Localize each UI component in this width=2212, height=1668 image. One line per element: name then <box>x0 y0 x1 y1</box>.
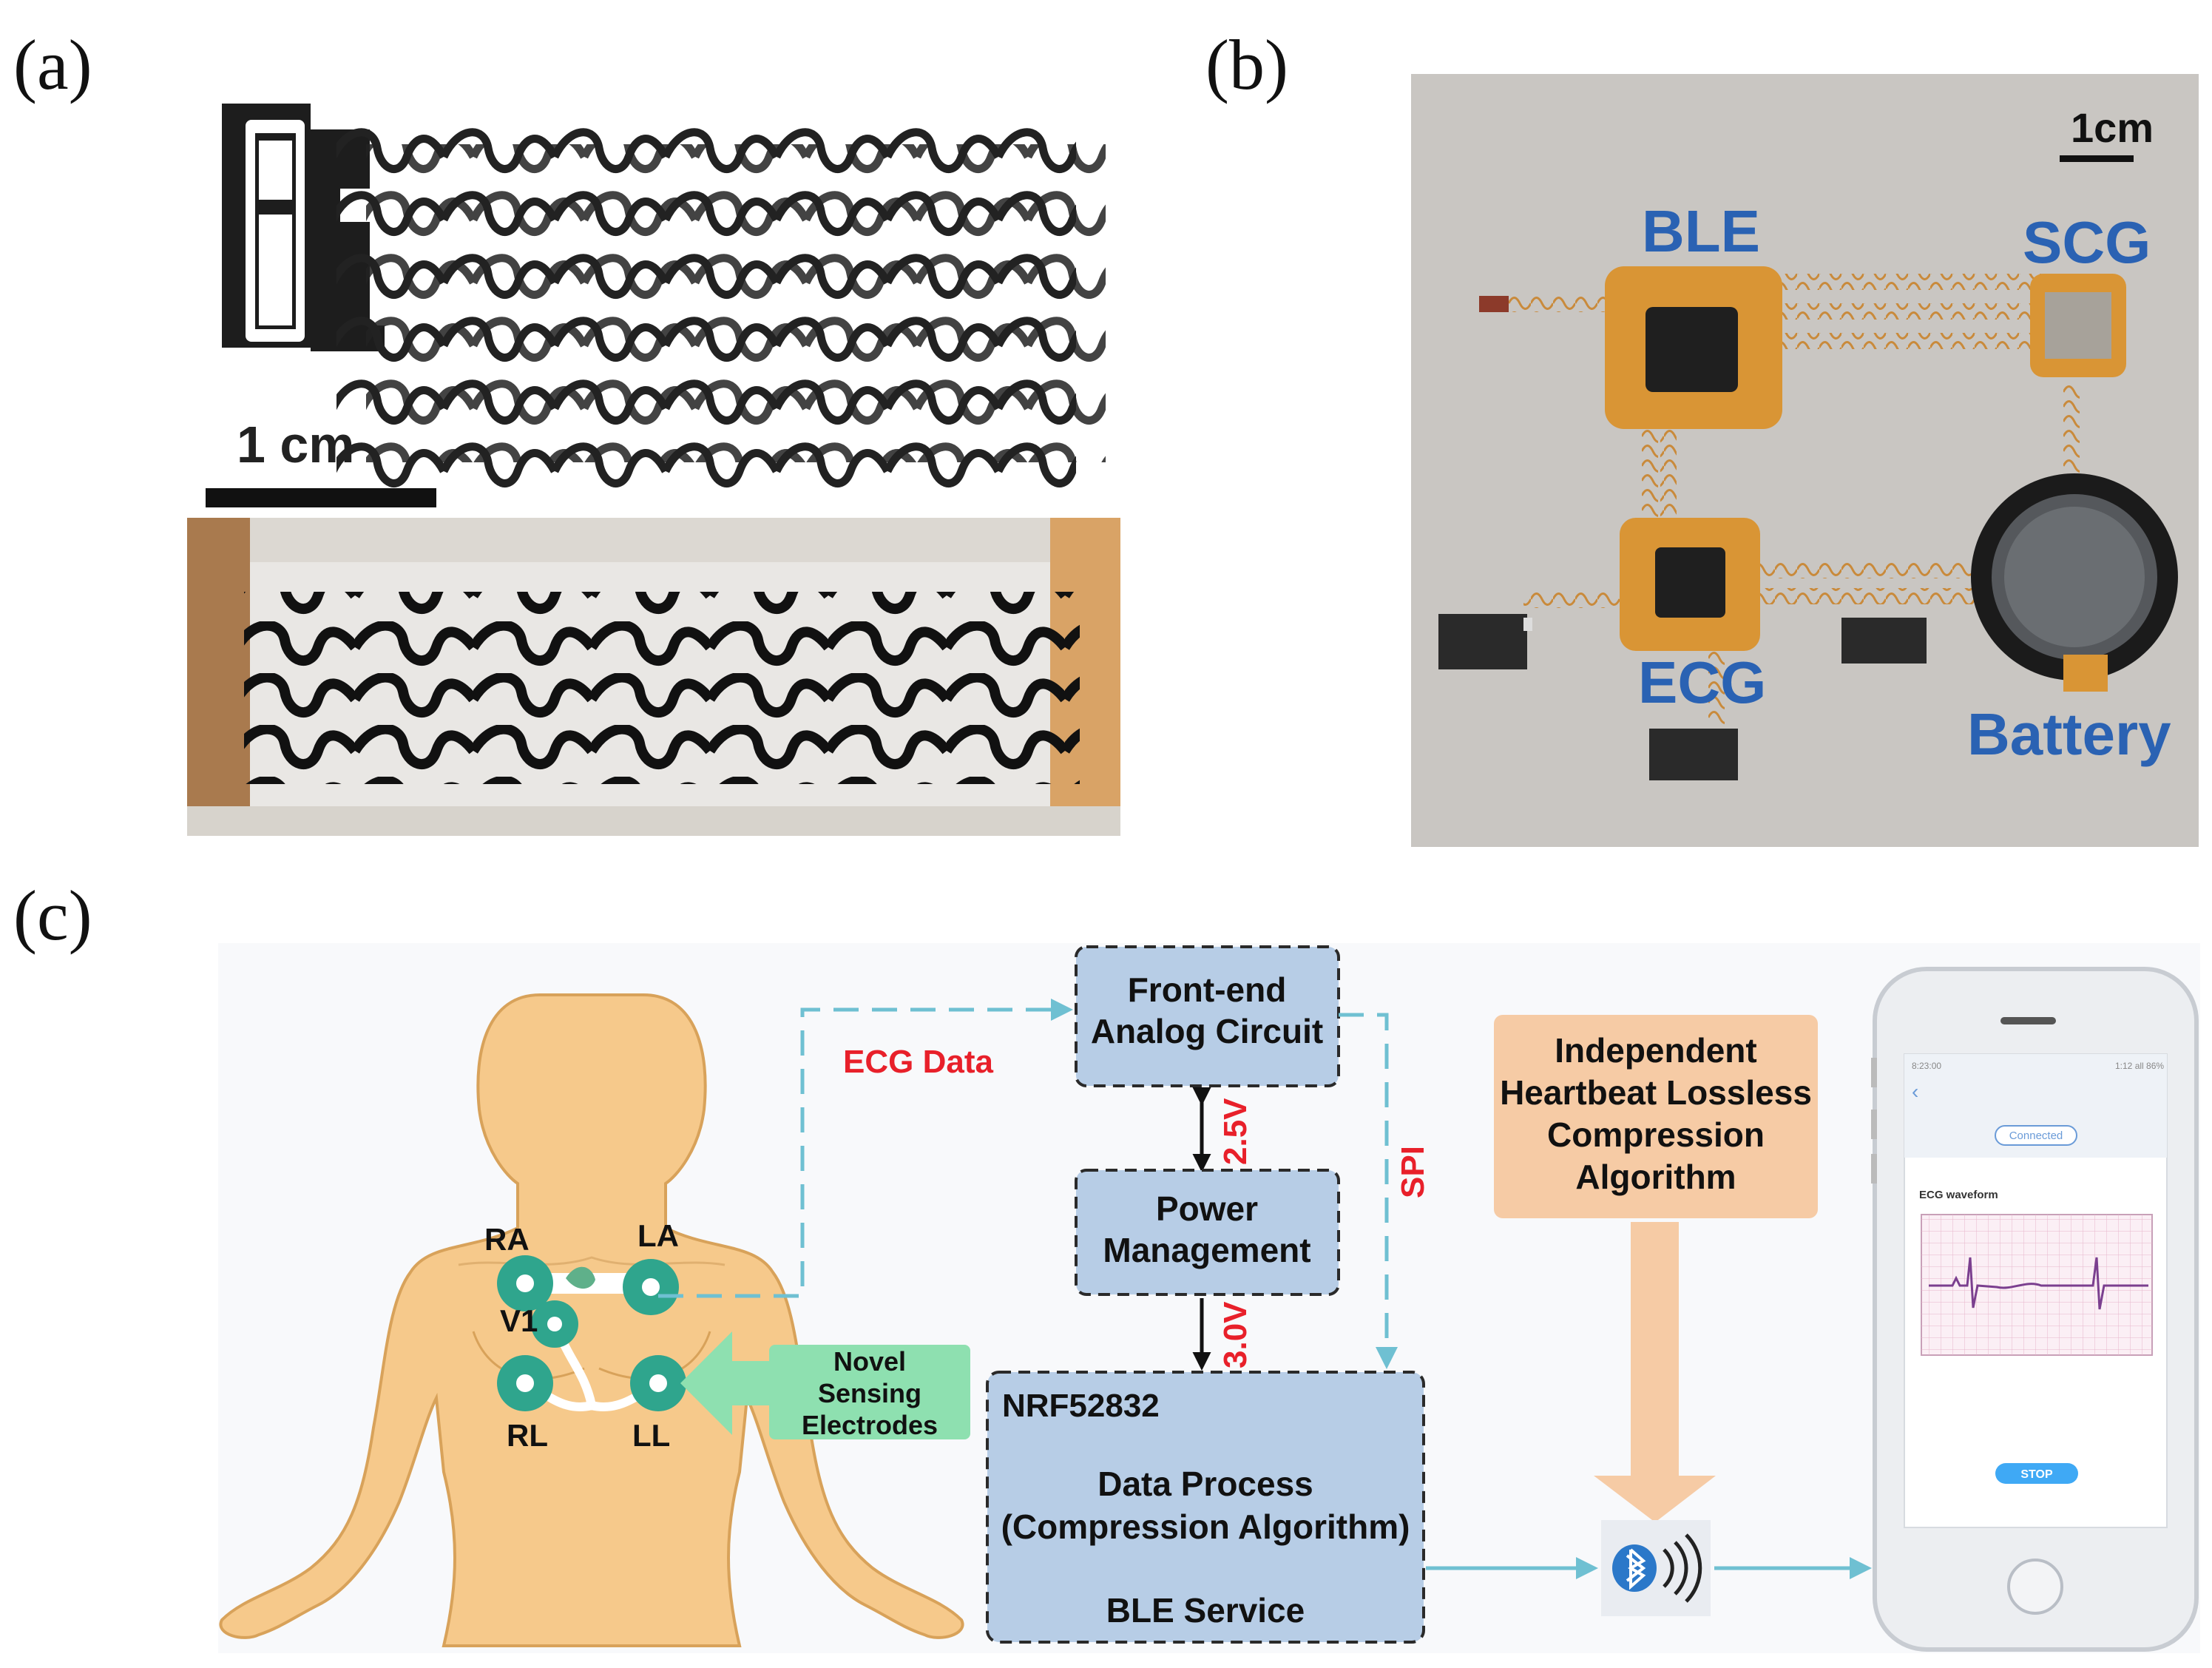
smartphone-illustration: 8:23:00 1:12 all 86% ‹ Connected ECG wav… <box>1871 967 2199 1652</box>
power-management-line1: Power <box>1156 1189 1258 1228</box>
voltage-3-0v-arrow: 3.0V <box>1192 1298 1254 1371</box>
phone-status-left: 8:23:00 <box>1912 1061 1941 1071</box>
panel-a-photo-stretched <box>187 518 1120 836</box>
phone-back-icon[interactable]: ‹ <box>1912 1080 1918 1103</box>
component-label-ecg: ECG <box>1638 649 1766 715</box>
voltage-2-5v-label: 2.5V <box>1217 1098 1254 1165</box>
human-body-illustration <box>219 993 964 1647</box>
nrf52832-box: NRF52832 Data Process (Compression Algor… <box>986 1371 1425 1644</box>
power-management-line2: Management <box>1103 1231 1310 1269</box>
nrf-data-process: Data Process <box>1097 1465 1313 1503</box>
front-end-line2: Analog Circuit <box>1091 1012 1323 1050</box>
component-label-scg: SCG <box>2023 209 2151 275</box>
front-end-line1: Front-end <box>1128 970 1287 1009</box>
algorithm-line1: Independent <box>1555 1031 1756 1070</box>
compression-algorithm-box: Independent Heartbeat Lossless Compressi… <box>1494 1015 1818 1522</box>
spi-flow: SPI <box>1339 1013 1431 1369</box>
power-management-box: Power Management <box>1075 1169 1340 1296</box>
component-label-ble: BLE <box>1642 198 1760 264</box>
electrode-label-la: LA <box>637 1218 679 1253</box>
phone-home-button-icon[interactable] <box>2007 1559 2063 1615</box>
novel-electrodes-line3: Electrodes <box>802 1410 938 1440</box>
phone-connected-badge: Connected <box>2009 1130 2063 1142</box>
phone-waveform-title: ECG waveform <box>1919 1189 1998 1201</box>
voltage-3-0v-label: 3.0V <box>1217 1301 1254 1368</box>
electrode-label-v1: V1 <box>500 1303 538 1338</box>
algorithm-line3: Compression <box>1547 1115 1765 1154</box>
electrode-array: RA LA V1 RL LL <box>484 1218 686 1453</box>
panel-a-scale-bar: 1 cm <box>206 416 436 507</box>
ecg-data-flow: ECG Data <box>658 999 1073 1298</box>
component-label-battery: Battery <box>1967 701 2171 767</box>
voltage-2-5v-arrow: 2.5V <box>1192 1087 1254 1172</box>
panel-label-c: (c) <box>13 876 92 955</box>
algorithm-line2: Heartbeat Lossless <box>1500 1073 1812 1112</box>
panel-label-a: (a) <box>13 25 92 104</box>
panel-label-b: (b) <box>1205 25 1288 104</box>
electrode-label-ra: RA <box>484 1222 530 1257</box>
novel-electrodes-line1: Novel <box>833 1346 906 1377</box>
phone-stop-label: STOP <box>2020 1468 2053 1481</box>
panel-a-photo-top <box>181 92 1106 514</box>
electrode-label-ll: LL <box>632 1418 670 1453</box>
front-end-box: Front-end Analog Circuit <box>1075 945 1340 1087</box>
bluetooth-icon <box>1601 1520 1711 1616</box>
nrf-compression-algorithm: (Compression Algorithm) <box>1001 1507 1410 1546</box>
panel-b-photo: 1cm BLE SCG ECG Bat <box>1411 74 2199 847</box>
electrode-label-rl: RL <box>507 1418 548 1453</box>
phone-status-right: 1:12 all 86% <box>2115 1061 2164 1071</box>
novel-electrodes-line2: Sensing <box>818 1378 921 1408</box>
panel-a-scale-label: 1 cm <box>237 416 355 473</box>
nrf-ble-service: BLE Service <box>1106 1591 1305 1630</box>
phone-stop-button[interactable] <box>1995 1463 2078 1484</box>
ecg-data-label: ECG Data <box>843 1044 993 1080</box>
spi-label: SPI <box>1395 1146 1431 1198</box>
novel-electrodes-callout: Novel Sensing Electrodes <box>680 1331 970 1440</box>
algorithm-line4: Algorithm <box>1575 1158 1736 1196</box>
nrf-chip-label: NRF52832 <box>1002 1388 1160 1424</box>
panel-b-scale-label: 1cm <box>2071 104 2154 151</box>
